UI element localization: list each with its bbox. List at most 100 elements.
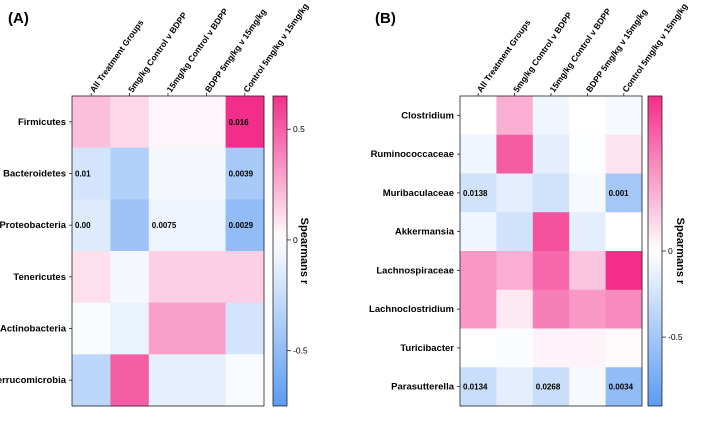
heatmap-cell bbox=[605, 251, 643, 291]
heatmap-cell bbox=[569, 251, 606, 291]
heatmap-cell bbox=[460, 134, 497, 174]
row-label: Muribaculaceae bbox=[383, 188, 454, 199]
heatmap-cell bbox=[496, 134, 534, 174]
row-label: Clostridium bbox=[401, 110, 454, 121]
heatmap-cell bbox=[148, 354, 188, 407]
heatmap-cell bbox=[605, 96, 643, 136]
heatmap-cell bbox=[496, 367, 534, 407]
heatmap-cell bbox=[187, 354, 226, 407]
heatmap-cell bbox=[110, 96, 150, 149]
heatmap-cell bbox=[460, 328, 497, 368]
row-label: Ruminococcaceae bbox=[371, 149, 454, 160]
heatmap-cell bbox=[605, 134, 643, 174]
row-label: Parasutterella bbox=[391, 382, 455, 393]
colorbar-tick-label: 0 bbox=[293, 235, 298, 245]
heatmap-cell bbox=[72, 199, 111, 252]
heatmap-cell bbox=[605, 173, 643, 213]
heatmap-cell bbox=[460, 251, 497, 291]
row-label: Turicibacter bbox=[400, 343, 454, 354]
heatmap-cell bbox=[569, 289, 606, 329]
heatmap-cell bbox=[532, 289, 570, 329]
heatmap-cell bbox=[532, 134, 570, 174]
heatmap-cell bbox=[225, 199, 265, 252]
heatmap-cell bbox=[569, 212, 606, 252]
heatmap-cell bbox=[148, 199, 188, 252]
heatmap-cell bbox=[148, 251, 188, 304]
heatmap-cell bbox=[532, 212, 570, 252]
cell-value-label: 0.0134 bbox=[463, 383, 488, 392]
row-label: Firmicutes bbox=[18, 117, 66, 128]
cell-value-label: 0.01 bbox=[75, 170, 91, 179]
heatmap-cell bbox=[532, 367, 570, 407]
heatmap-cell bbox=[569, 367, 606, 407]
cell-value-label: 0.0034 bbox=[609, 383, 634, 392]
heatmap-cell bbox=[110, 147, 150, 200]
cell-value-label: 0.0039 bbox=[229, 170, 254, 179]
heatmap-cell bbox=[225, 354, 265, 407]
heatmap-cell bbox=[187, 199, 226, 252]
row-label: Lachnospiraceae bbox=[376, 265, 454, 276]
heatmap-cell bbox=[187, 251, 226, 304]
column-label: 15mg/kg Control v BDPP bbox=[547, 6, 613, 94]
heatmap-cell bbox=[148, 96, 188, 149]
heatmap-cell bbox=[72, 354, 111, 407]
heatmap-cell bbox=[496, 212, 534, 252]
heatmap-cell bbox=[569, 328, 606, 368]
panel-label: (B) bbox=[375, 10, 396, 27]
heatmap-cell bbox=[605, 328, 643, 368]
heatmap-cell bbox=[225, 96, 265, 149]
row-label: Akkermansia bbox=[395, 227, 455, 238]
heatmap-cell bbox=[605, 212, 643, 252]
heatmap-cell bbox=[72, 302, 111, 355]
heatmap-cell bbox=[460, 173, 497, 213]
colorbar bbox=[647, 95, 663, 407]
row-label: Actinobacteria bbox=[0, 324, 67, 335]
heatmap-cell bbox=[569, 96, 606, 136]
heatmap-cell bbox=[148, 302, 188, 355]
heatmap-cell bbox=[532, 173, 570, 213]
row-label: Proteobacteria bbox=[0, 220, 67, 231]
cell-value-label: 0.0138 bbox=[463, 189, 488, 198]
heatmap-cell bbox=[532, 251, 570, 291]
cell-value-label: 0.00 bbox=[75, 221, 91, 230]
heatmap-cell bbox=[496, 328, 534, 368]
heatmap-cell bbox=[460, 289, 497, 329]
heatmap-cell bbox=[605, 367, 643, 407]
heatmap-cell bbox=[72, 147, 111, 200]
colorbar bbox=[272, 95, 288, 407]
column-label: BDPP 5mg/kg v 15mg/kg bbox=[584, 7, 649, 94]
heatmap-cell bbox=[187, 302, 226, 355]
colorbar-title: Spearmans r bbox=[674, 218, 686, 285]
heatmap-cell bbox=[72, 251, 111, 304]
heatmap-cell bbox=[569, 173, 606, 213]
heatmap-cell bbox=[110, 354, 150, 407]
colorbar-title: Spearmans r bbox=[298, 218, 310, 285]
cell-value-label: 0.0268 bbox=[536, 383, 561, 392]
heatmap-cell bbox=[496, 173, 534, 213]
colorbar-tick-label: 0 bbox=[668, 246, 673, 256]
row-label: Bacteroidetes bbox=[3, 169, 66, 180]
cell-value-label: 0.001 bbox=[609, 189, 630, 198]
panel-label: (A) bbox=[8, 10, 29, 27]
row-label: Verrucomicrobia bbox=[0, 375, 67, 386]
colorbar-tick-label: 0.5 bbox=[293, 124, 305, 134]
heatmap-cell bbox=[532, 328, 570, 368]
row-label: Lachnoclostridium bbox=[369, 304, 454, 315]
heatmap-cell bbox=[605, 289, 643, 329]
heatmap-cell bbox=[225, 302, 265, 355]
colorbar-tick-label: -0.5 bbox=[668, 332, 683, 342]
heatmap-cell bbox=[110, 302, 150, 355]
heatmap-cell bbox=[72, 96, 111, 149]
heatmap-cell bbox=[569, 134, 606, 174]
row-label: Tenericutes bbox=[13, 272, 66, 283]
heatmap-cell bbox=[225, 251, 265, 304]
heatmap-panel-b: (B) 0.0138 0.001 0.0134 0.0268 0.0034 Clostrid… bbox=[369, 1, 689, 407]
column-label: Control 5mg/kg v 15mg/kg bbox=[241, 1, 310, 94]
cell-value-label: 0.0075 bbox=[152, 221, 177, 230]
heatmap-cell bbox=[460, 367, 497, 407]
heatmap-cell bbox=[496, 289, 534, 329]
heatmap-cell bbox=[532, 96, 570, 136]
heatmap-cell bbox=[460, 212, 497, 252]
colorbar-tick-label: -0.5 bbox=[293, 346, 308, 356]
